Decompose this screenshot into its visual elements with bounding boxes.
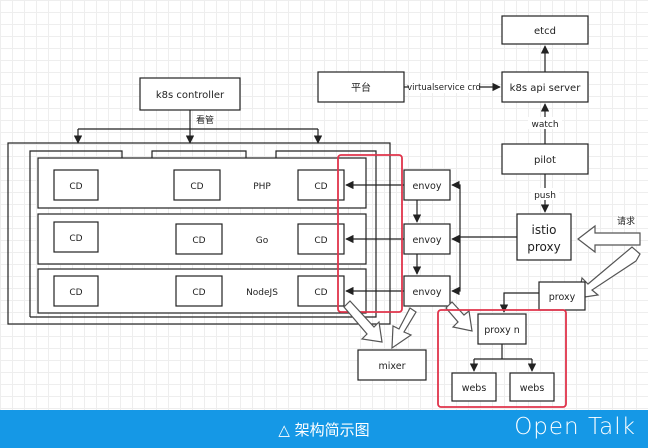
webs-label: webs	[520, 383, 545, 394]
mixer-arrow	[391, 307, 417, 350]
mixer-arrow	[343, 300, 383, 343]
watch-label: watch	[531, 120, 558, 130]
row-label-go: Go	[256, 236, 269, 246]
istio-to-envoy-arrow	[451, 237, 461, 296]
crd-label-bg	[409, 80, 479, 93]
row-label-php: PHP	[253, 182, 271, 192]
request-arrow	[577, 224, 641, 254]
cd-box	[297, 275, 345, 307]
etcd-node: etcd	[501, 15, 589, 45]
envoy-label: envoy	[413, 287, 442, 298]
column-frame-1	[29, 150, 123, 317]
footer-bar: △ 架构简示图 Open Talk	[0, 410, 648, 448]
etcd-label: etcd	[534, 26, 556, 37]
envoy-node: envoy	[403, 275, 451, 307]
istio-to-envoy-arrow	[451, 180, 517, 238]
column-frame-3	[30, 150, 377, 318]
envoy-node: envoy	[403, 169, 451, 201]
platform-node: 平台	[317, 71, 405, 103]
push-label: push	[534, 191, 556, 201]
cd-box	[175, 223, 223, 255]
k8s-controller-label: k8s controller	[156, 90, 225, 101]
figure-caption: △ 架构简示图	[278, 421, 370, 439]
cd-box	[173, 169, 221, 201]
webs-node: webs	[509, 372, 555, 402]
webs-label: webs	[462, 383, 487, 394]
cd-label: CD	[69, 288, 82, 298]
cluster-outer-frame	[7, 142, 391, 325]
cd-label: CD	[314, 182, 327, 192]
envoy-to-proxyn-arrow	[445, 301, 473, 332]
proxy-to-proxyn-arrow	[499, 292, 539, 313]
k8s-controller-node: k8s controller	[139, 77, 241, 111]
pilot-node: pilot	[501, 143, 589, 175]
cd-box	[53, 169, 99, 201]
mixer-label: mixer	[379, 361, 406, 372]
cd-label: CD	[192, 236, 205, 246]
request-label: 请求	[617, 215, 635, 227]
highlight-webs-group	[437, 309, 567, 408]
manage-label: 看管	[196, 114, 214, 126]
k8s-api-server-node: k8s api server	[501, 71, 589, 103]
webs-node: webs	[451, 372, 497, 402]
cd-box	[53, 221, 99, 253]
cd-label: CD	[192, 288, 205, 298]
envoy-label: envoy	[413, 235, 442, 246]
proxy-n-node: proxy n	[477, 313, 527, 345]
proxy-inbound-arrow	[577, 246, 641, 299]
proxy-label: proxy	[527, 240, 560, 254]
proxy-node-label: proxy	[549, 292, 576, 303]
envoy-node: envoy	[403, 223, 451, 255]
istio-proxy-node: istio proxy	[516, 213, 572, 261]
architecture-diagram: etcd k8s api server 平台 virtualservice cr…	[0, 0, 648, 410]
cd-box	[297, 223, 345, 255]
watch-label-bg	[528, 117, 562, 129]
platform-label: 平台	[351, 81, 371, 94]
highlight-cd-column	[337, 154, 403, 313]
virtualservice-crd-label: virtualservice crd	[407, 83, 481, 93]
cd-label: CD	[314, 288, 327, 298]
cd-label: CD	[69, 234, 82, 244]
pilot-label: pilot	[534, 155, 556, 166]
k8s-api-server-label: k8s api server	[510, 83, 582, 94]
cd-label: CD	[69, 182, 82, 192]
cd-box	[175, 275, 223, 307]
cd-box	[297, 169, 345, 201]
cd-label: CD	[314, 236, 327, 246]
push-label-bg	[531, 188, 559, 200]
envoy-label: envoy	[413, 181, 442, 192]
proxy-n-label: proxy n	[484, 325, 520, 336]
mixer-node: mixer	[357, 349, 427, 381]
proxy-node: proxy	[538, 281, 586, 311]
column-frame-2	[151, 150, 247, 158]
brand-logo: Open Talk	[514, 414, 636, 440]
istio-label: istio	[532, 223, 557, 237]
cd-box	[53, 275, 99, 307]
cd-label: CD	[190, 182, 203, 192]
row-label-nodejs: NodeJS	[246, 288, 278, 298]
